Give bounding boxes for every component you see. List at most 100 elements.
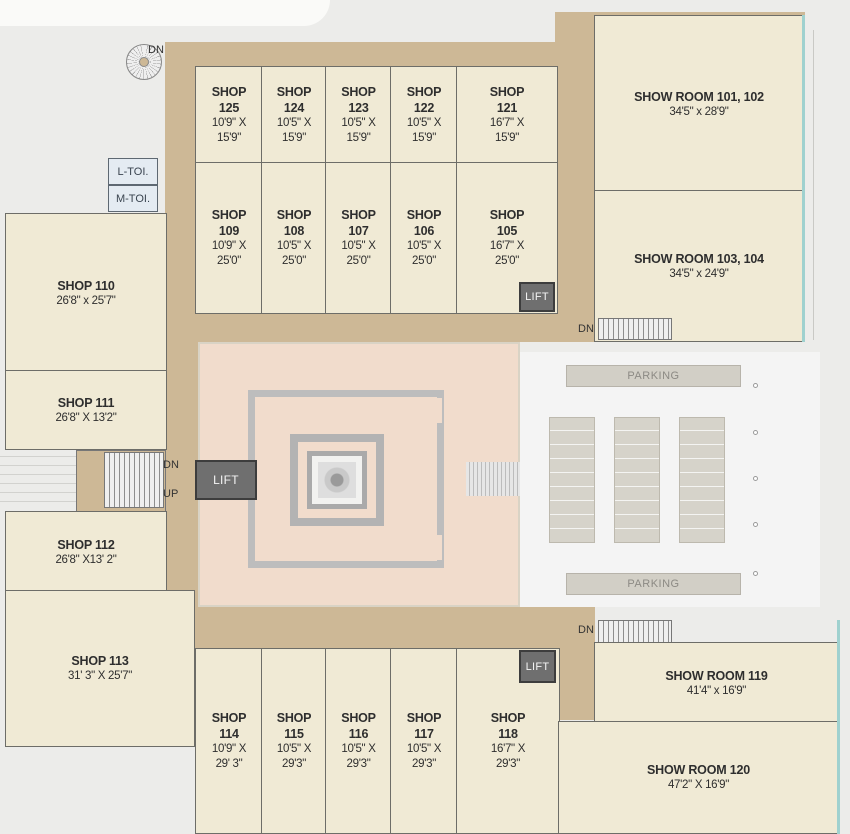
room-dimension: 10'5" X <box>341 743 376 755</box>
room-name: SHOP <box>490 711 526 725</box>
room-dimension: 34'5" x 24'9" <box>669 267 729 280</box>
room-dimension: 10'5" X <box>341 117 376 129</box>
column-marker <box>753 522 758 527</box>
column-marker <box>753 476 758 481</box>
room-dimension: 29'3" <box>412 758 436 770</box>
room-name: SHOP <box>489 208 525 222</box>
room-dimension: 47'2" X 16'9" <box>667 779 730 791</box>
room-name: 116 <box>348 727 369 741</box>
room-name: SHOP <box>406 711 442 725</box>
left-stair <box>104 452 164 508</box>
ladies-toilet: L-TOI. <box>108 158 158 185</box>
room-dimension: 25'0" <box>346 255 371 267</box>
lift-top-label: LIFT <box>525 291 549 303</box>
room-name: SHOP <box>341 711 376 725</box>
parking-strip-bottom: PARKING <box>566 573 741 595</box>
site-line-left <box>0 455 76 510</box>
column-marker <box>753 430 758 435</box>
room-dimension: 15'9" <box>217 132 241 144</box>
room-dimension: 10'5" X <box>276 240 312 252</box>
room-name: 105 <box>496 224 518 238</box>
room-name: SHOP 111 <box>57 395 115 410</box>
room-dimension: 16'7" X <box>489 117 525 129</box>
room-name: 109 <box>218 224 240 238</box>
spiral-stair-core <box>139 57 149 67</box>
gents-toilet-label: M-TOI. <box>115 192 150 205</box>
room-name: SHOP <box>211 208 247 222</box>
court-ring-notch-lower <box>412 535 442 560</box>
site-edge <box>0 0 330 26</box>
room-name: SHOP <box>341 85 376 99</box>
room-name: SHOP <box>489 85 525 99</box>
room-dimension: 29' 3" <box>215 758 243 770</box>
parking-block-1 <box>549 417 595 543</box>
room-name: 118 <box>498 727 518 741</box>
parking-strip-bottom-label: PARKING <box>627 578 680 590</box>
shop-105: SHOP 105 16'7" X 25'0" <box>456 162 558 314</box>
room-dimension: 25'0" <box>412 255 436 267</box>
left-stair-up-label: UP <box>163 488 179 500</box>
shop-109: SHOP 109 10'9" X 25'0" <box>195 162 263 314</box>
corridor-bottom-right <box>555 620 595 720</box>
room-name: 125 <box>218 101 240 115</box>
showroom-120: SHOW ROOM 120 47'2" X 16'9" <box>558 721 839 834</box>
room-name: 114 <box>219 727 239 741</box>
room-name: 124 <box>283 101 305 115</box>
room-dimension: 15'9" <box>282 132 306 144</box>
room-dimension: 29'3" <box>496 758 520 770</box>
parking-block-3 <box>679 417 725 543</box>
room-dimension: 10'5" X <box>341 240 376 252</box>
room-dimension: 25'0" <box>217 255 241 267</box>
room-name: SHOP <box>341 208 376 222</box>
room-name: SHOW ROOM 103, 104 <box>634 251 764 266</box>
room-dimension: 10'5" X <box>276 743 312 755</box>
room-dimension: 10'9" X <box>211 117 247 129</box>
court-ring-notch <box>412 398 442 423</box>
room-name: SHOW ROOM 101, 102 <box>634 89 764 104</box>
lift-bottom: LIFT <box>519 650 556 683</box>
lift-center-label: LIFT <box>213 473 239 487</box>
room-name: SHOP <box>406 208 442 222</box>
room-dimension: 16'7" X <box>489 240 525 252</box>
room-dimension: 26'8" X13' 2" <box>55 553 117 566</box>
room-name: SHOP 112 <box>57 537 115 552</box>
room-dimension: 10'5" X <box>406 117 442 129</box>
room-name: 117 <box>414 727 434 741</box>
room-dimension: 29'3" <box>282 758 306 770</box>
room-name: SHOP 113 <box>71 654 129 668</box>
room-name: SHOP <box>276 208 312 222</box>
room-dimension: 10'9" X <box>211 743 247 755</box>
parking-strip-top: PARKING <box>566 365 741 387</box>
room-dimension: 26'8" x 25'7" <box>56 294 116 307</box>
room-name: 108 <box>283 224 305 238</box>
room-dimension: 15'9" <box>412 132 436 144</box>
parking-strip-top-label: PARKING <box>627 370 680 382</box>
shop-107: SHOP 107 10'5" X 25'0" <box>325 162 392 314</box>
site-line-right-top <box>813 30 814 340</box>
room-dimension: 25'0" <box>495 255 519 267</box>
corridor-bottom <box>165 605 595 650</box>
room-dimension: 10'9" X <box>211 240 247 252</box>
stair-dn-right-bottom <box>598 620 672 644</box>
left-stair-dn-label: DN <box>163 459 179 471</box>
room-name: 107 <box>348 224 369 238</box>
gents-toilet: M-TOI. <box>108 185 158 212</box>
room-name: SHOW ROOM 120 <box>647 763 750 777</box>
room-dimension: 16'7" X <box>490 743 526 755</box>
stair-dn-right-top <box>598 318 672 340</box>
room-name: 115 <box>284 727 304 741</box>
